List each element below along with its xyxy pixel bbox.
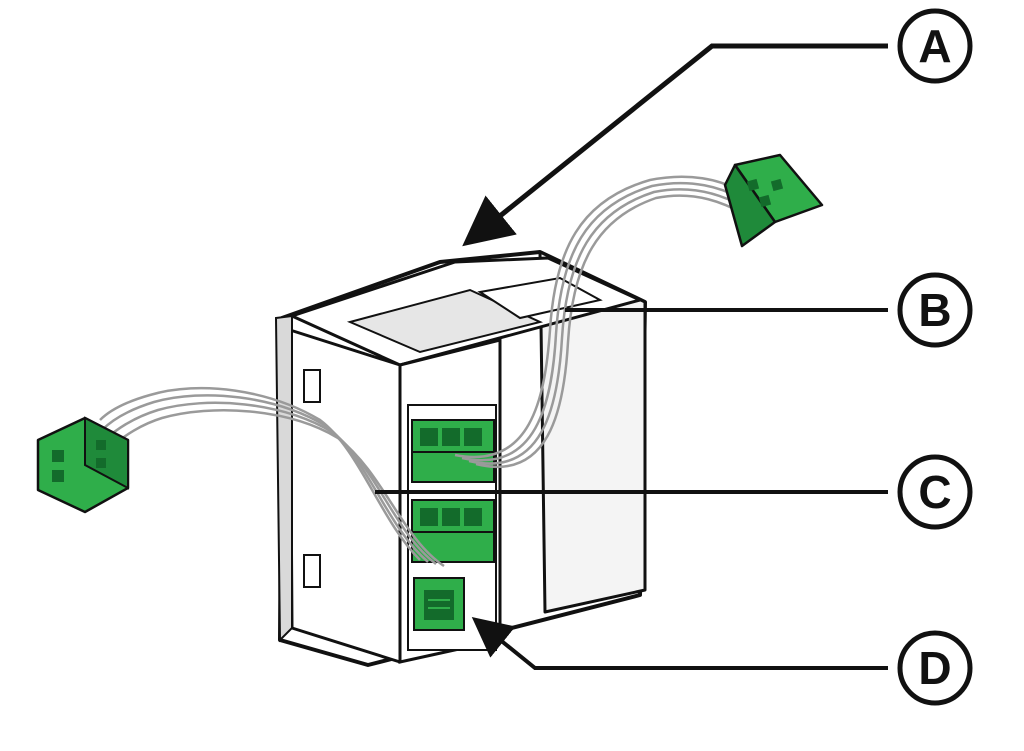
leader-line-a bbox=[462, 43, 888, 247]
front-window-lower bbox=[303, 554, 321, 588]
leader-lines bbox=[375, 43, 888, 670]
leader-line-d bbox=[471, 616, 888, 670]
callout-d-label: D bbox=[918, 642, 951, 694]
callout-a-label: A bbox=[918, 20, 951, 72]
rj45-port bbox=[413, 577, 465, 631]
wire-harness-left bbox=[99, 386, 445, 568]
callout-c-label: C bbox=[918, 466, 951, 518]
callout-b-label: B bbox=[918, 284, 951, 336]
callout-a: A bbox=[897, 8, 973, 84]
callout-b: B bbox=[897, 272, 973, 348]
bay-connector-middle bbox=[411, 499, 495, 563]
loose-connector-right bbox=[723, 153, 824, 248]
callout-d: D bbox=[897, 630, 973, 706]
front-edge-shadow bbox=[274, 314, 293, 643]
bay-connector-upper bbox=[411, 419, 495, 483]
loose-connector-left bbox=[36, 416, 130, 514]
callout-c: C bbox=[897, 454, 973, 530]
top-slot bbox=[346, 288, 544, 354]
front-window-upper bbox=[303, 369, 321, 403]
wire-harness-right bbox=[454, 175, 745, 468]
